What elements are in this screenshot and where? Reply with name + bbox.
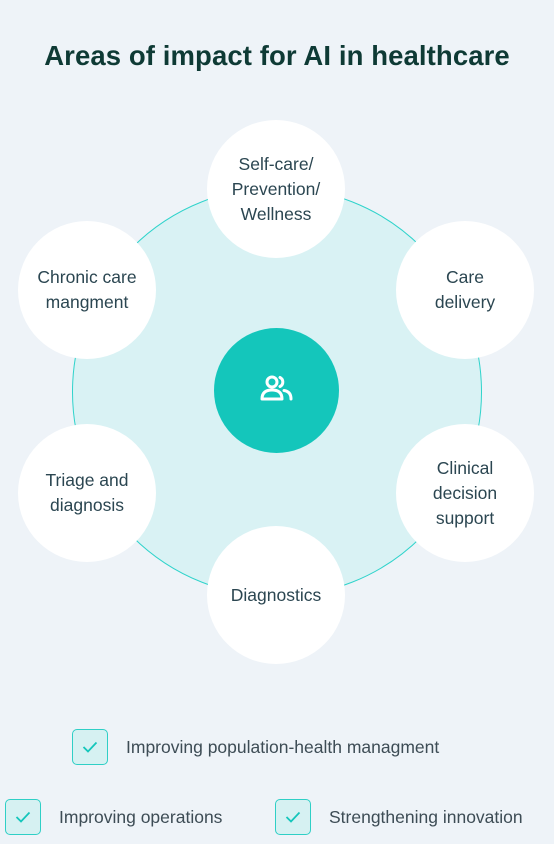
legend-label: Improving operations (59, 806, 223, 827)
node-clinical-decision-support: Clinical decision support (396, 424, 534, 562)
legend-label: Strengthening innovation (329, 806, 523, 827)
center-hub (214, 328, 339, 453)
page-title: Areas of impact for AI in healthcare (44, 40, 510, 71)
people-icon (260, 374, 294, 407)
node-diagnostics: Diagnostics (207, 526, 345, 664)
legend-item-population-health: Improving population-health managment (72, 729, 439, 765)
checkmark-icon (5, 799, 41, 835)
checkmark-icon (72, 729, 108, 765)
node-care-delivery: Care delivery (396, 221, 534, 359)
node-chronic-care: Chronic care mangment (18, 221, 156, 359)
node-triage-diagnosis: Triage and diagnosis (18, 424, 156, 562)
legend-item-operations: Improving operations (5, 799, 222, 835)
checkmark-icon (275, 799, 311, 835)
legend-item-innovation: Strengthening innovation (275, 799, 523, 835)
node-self-care: Self-care/ Prevention/ Wellness (207, 120, 345, 258)
legend-label: Improving population-health managment (126, 736, 440, 757)
